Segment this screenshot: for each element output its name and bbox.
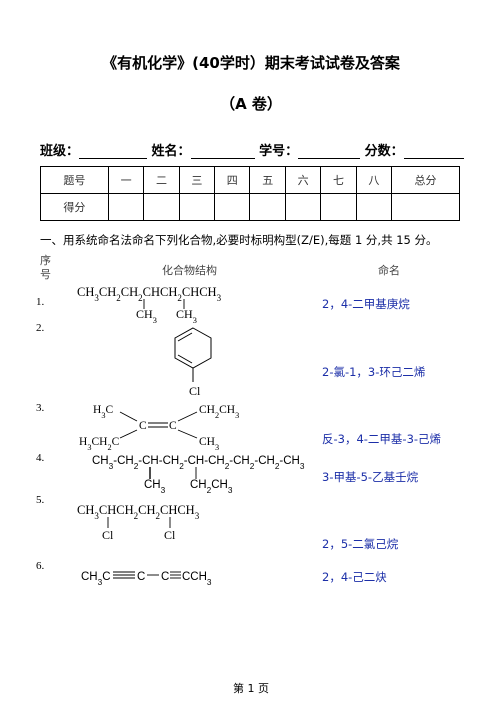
score-table-cell: 四 (214, 166, 251, 194)
formula-3-group: CH2CH3 (199, 404, 239, 420)
section-heading: 一、用系统命名法命名下列化合物,必要时标明构型(Z/E),每题 1 分,共 15… (40, 233, 438, 247)
formula-1-sub: CH3 (176, 307, 197, 325)
formula-4-sub: CH2CH3 (190, 479, 233, 495)
formula-3-group: H3CH2C (79, 436, 120, 452)
answer-text: 2-氯-1，3-环己二烯 (322, 365, 426, 379)
student-info-line: 班级： 姓名： 学号： 分数： (40, 140, 464, 159)
item-number: 4. (36, 452, 45, 464)
score-entry-cell[interactable] (249, 193, 286, 221)
answer-text: 2，4-二甲基庚烷 (322, 297, 410, 311)
item-number: 6. (36, 560, 45, 572)
score-table-cell: 三 (178, 166, 216, 194)
document-subtitle: （A 卷） (220, 95, 282, 113)
student-id-blank[interactable] (298, 144, 361, 159)
score-entry-cell[interactable] (143, 193, 180, 221)
score-entry-cell[interactable] (355, 193, 393, 221)
structure-2 (174, 327, 212, 382)
score-table-cell: 六 (284, 166, 322, 194)
score-entry-cell[interactable] (107, 193, 145, 221)
formula-2-sub: Cl (189, 384, 201, 398)
item-number: 1. (36, 296, 45, 308)
formula-5-main: CH3CHCH2CH2CHCH3 (77, 503, 200, 521)
formula-6-part: CCH3 (182, 571, 212, 587)
formula-6-part: CH3C (81, 571, 111, 587)
formula-6-part: C (137, 571, 145, 583)
item-number: 5. (36, 494, 45, 506)
class-blank[interactable] (79, 144, 148, 159)
structure-3: H3C CH2CH3 C C H3CH2C CH3 (79, 404, 239, 452)
structure-5: CH3CHCH2CH2CHCH3 Cl Cl (77, 503, 200, 542)
document-title: 《有机化学》(40学时）期末考试试卷及答案 (102, 54, 400, 72)
name-label: 姓名： (151, 144, 191, 159)
score-table-cell: 题号 (40, 166, 109, 194)
item-number: 3. (36, 402, 45, 414)
col-seq-line2: 号 (40, 268, 51, 281)
answer-text: 3-甲基-5-乙基壬烷 (322, 470, 419, 484)
answer-text: 反-3，4-二甲基-3-己烯 (322, 432, 442, 446)
formula-3-atom: C (169, 420, 177, 432)
student-id-label: 学号： (259, 144, 299, 159)
formula-1-sub: CH3 (136, 307, 157, 325)
page-number: 第 1 页 (233, 682, 269, 695)
answer-text: 2，5-二氯己烷 (322, 537, 399, 551)
col-structure-header: 化合物结构 (162, 264, 217, 277)
score-table-cell: 八 (355, 166, 393, 194)
formula-3-group: H3C (93, 404, 113, 420)
score-entry-cell[interactable] (284, 193, 322, 221)
answer-text: 2，4-己二炔 (322, 570, 387, 584)
formula-4-sub: CH3 (144, 479, 166, 495)
structure-1: CH3CH2CH2CHCH2CHCH3 CH3 CH3 (77, 285, 222, 325)
structure-4: CH3-CH2-CH-CH2-CH-CH2-CH2-CH2-CH3 CH3 CH… (92, 455, 305, 495)
formula-4-main: CH3-CH2-CH-CH2-CH-CH2-CH2-CH2-CH3 (92, 455, 305, 471)
score-blank[interactable] (403, 144, 464, 159)
name-blank[interactable] (190, 144, 255, 159)
formula-3-atom: C (139, 420, 147, 432)
score-table-cell: 总分 (391, 166, 460, 194)
score-entry-cell[interactable] (391, 193, 460, 221)
score-table-cell: 五 (249, 166, 286, 194)
formula-5-sub: Cl (102, 528, 114, 542)
score-table-cell: 七 (320, 166, 357, 194)
score-entry-cell[interactable] (214, 193, 251, 221)
col-name-header: 命名 (378, 264, 400, 277)
class-label: 班级： (40, 144, 80, 159)
formula-1-main: CH3CH2CH2CHCH2CHCH3 (77, 285, 222, 303)
score-entry-cell[interactable] (320, 193, 357, 221)
formula-3-group: CH3 (199, 436, 219, 452)
score-table: 题号 一 二 三 四 五 六 七 八 总分 得分 (40, 166, 460, 221)
structure-6: CH3C C C CCH3 (81, 571, 212, 587)
score-entry-cell[interactable] (178, 193, 216, 221)
item-number: 2. (36, 322, 45, 334)
col-seq-line1: 序 (40, 254, 51, 267)
formula-5-sub: Cl (164, 528, 176, 542)
formula-6-part: C (161, 571, 169, 583)
score-table-score-row: 得分 (40, 193, 460, 221)
score-label: 分数： (364, 144, 404, 159)
